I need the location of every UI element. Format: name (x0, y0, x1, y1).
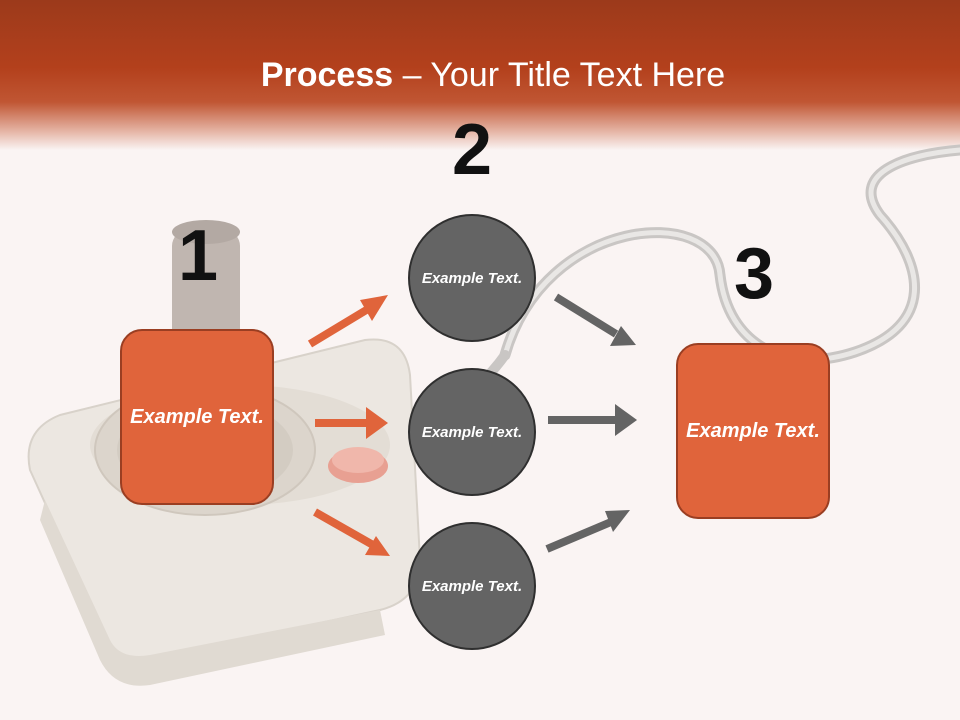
step-2-text-bottom: Example Text. (421, 577, 523, 595)
arrow-from-middle-circle (548, 404, 637, 436)
step-2-circle-top: Example Text. (408, 214, 536, 342)
arrow-to-top-circle (307, 295, 388, 348)
step-3-box: Example Text. (676, 343, 830, 519)
step-2-circle-bottom: Example Text. (408, 522, 536, 650)
step-1-number: 1 (177, 216, 219, 296)
slide-title: Process – Your Title Text Here (0, 52, 960, 98)
step-1-text: Example Text. (130, 405, 264, 428)
step-3-number: 3 (733, 234, 775, 314)
step-3-text: Example Text. (686, 419, 820, 442)
title-banner (0, 0, 960, 150)
step-2-text-top: Example Text. (421, 269, 523, 287)
step-2-text-middle: Example Text. (421, 423, 523, 441)
arrow-from-top-circle (553, 293, 636, 346)
title-rest: – Your Title Text Here (393, 56, 726, 94)
step-1-box: Example Text. (120, 329, 274, 505)
arrow-to-middle-circle (315, 407, 388, 439)
arrow-to-bottom-circle (313, 508, 390, 556)
step-2-number: 2 (451, 110, 493, 190)
title-bold: Process (260, 56, 394, 94)
arrow-from-bottom-circle (545, 510, 630, 553)
step-2-circle-middle: Example Text. (408, 368, 536, 496)
